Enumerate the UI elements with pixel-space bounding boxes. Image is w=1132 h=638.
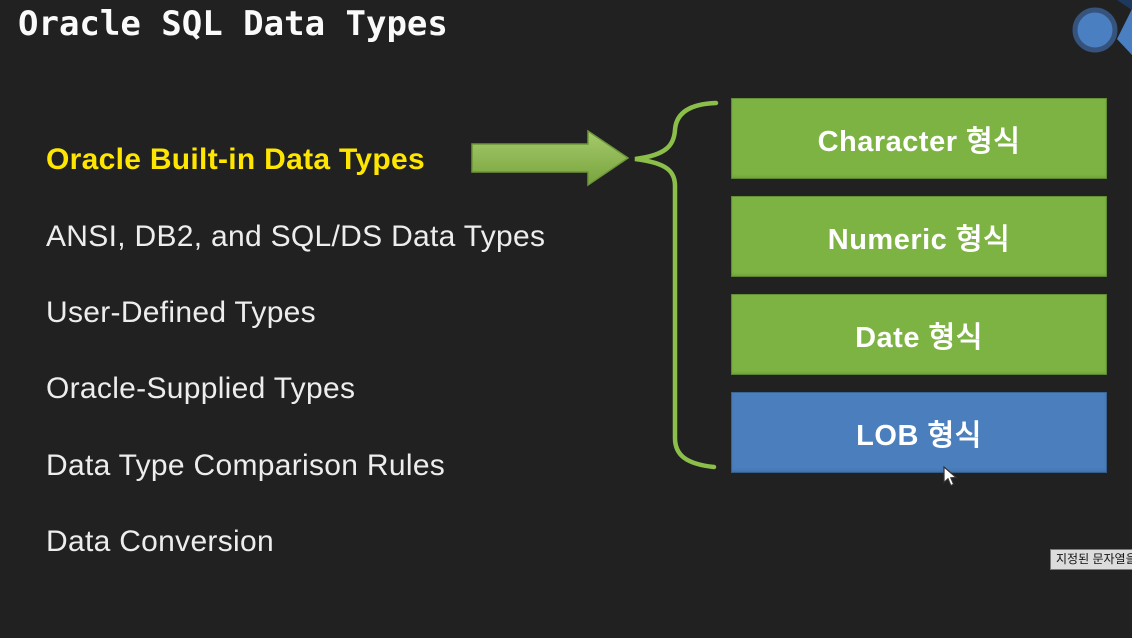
type-box-numeric: Numeric 형식 (731, 196, 1107, 277)
type-box-character: Character 형식 (731, 98, 1107, 179)
list-item-ansi-db2-sqlds-data-types: ANSI, DB2, and SQL/DS Data Types (46, 219, 546, 253)
type-box-date: Date 형식 (731, 294, 1107, 375)
logo-icon (1072, 0, 1132, 55)
arrow-right-icon (471, 129, 630, 187)
list-item-data-type-comparison-rules: Data Type Comparison Rules (46, 448, 446, 482)
mouse-cursor-icon (943, 466, 958, 487)
list-item-data-conversion: Data Conversion (46, 525, 274, 559)
topic-list: Oracle Built-in Data Types ANSI, DB2, an… (46, 122, 545, 580)
list-item-oracle-built-in-data-types: Oracle Built-in Data Types (46, 143, 426, 177)
list-item-user-defined-types: User-Defined Types (46, 295, 316, 329)
list-item-oracle-supplied-types: Oracle-Supplied Types (46, 372, 356, 406)
curly-brace-icon (634, 100, 719, 470)
type-box-lob: LOB 형식 (731, 392, 1107, 473)
page-title: Oracle SQL Data Types (18, 4, 448, 44)
tooltip: 지정된 문자열을 포 (1050, 549, 1132, 570)
